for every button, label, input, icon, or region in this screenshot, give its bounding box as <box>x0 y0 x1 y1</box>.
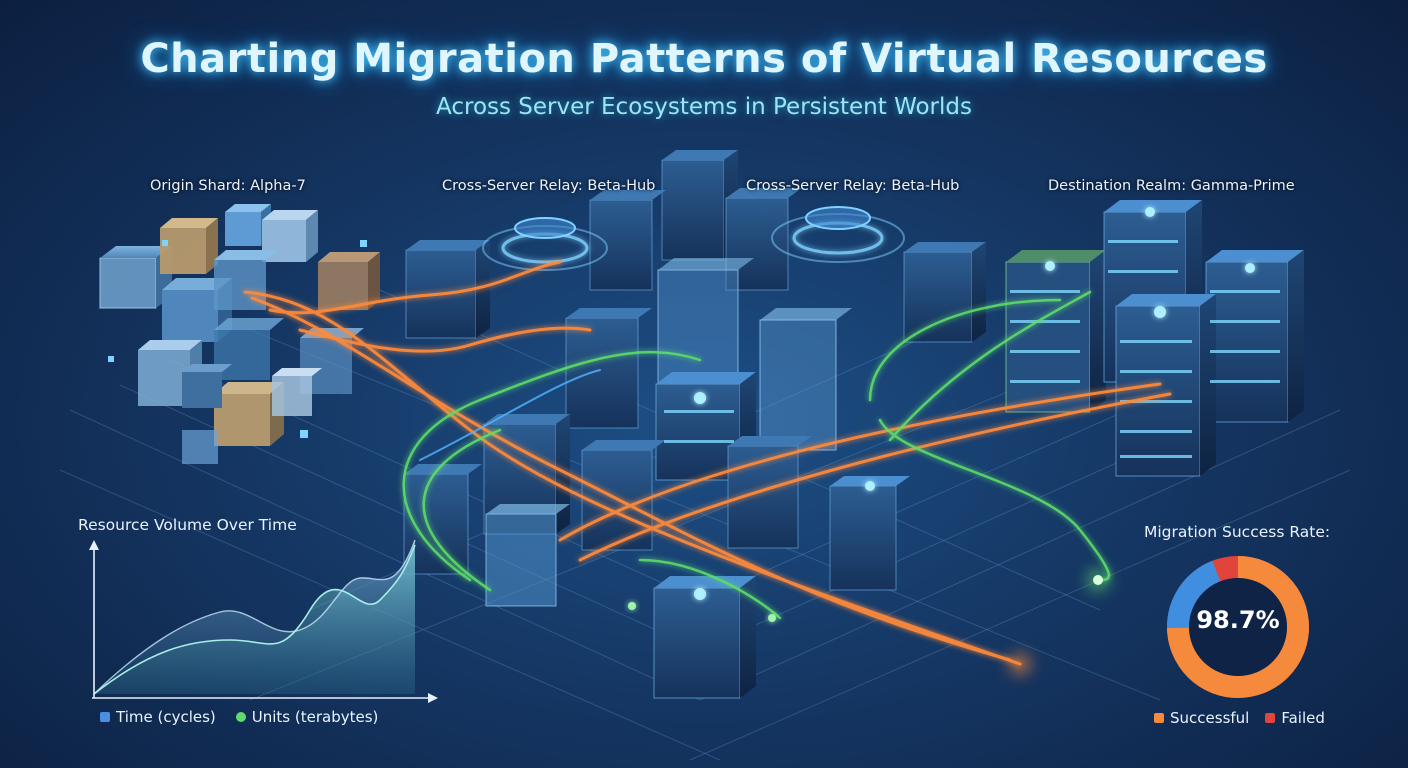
success-rate-value: 98.7% <box>1196 606 1280 634</box>
legend-label-successful: Successful <box>1170 709 1250 727</box>
relay-label-1: Cross-Server Relay: Beta-Hub <box>442 178 656 194</box>
legend-swatch-units <box>235 712 246 722</box>
success-donut-chart <box>1167 556 1309 698</box>
relay-rings <box>482 206 905 271</box>
legend-swatch-time <box>100 712 110 722</box>
origin-label: Origin Shard: Alpha-7 <box>150 178 306 194</box>
page-subtitle: Across Server Ecosystems in Persistent W… <box>436 94 972 120</box>
success-legend: Successful Failed <box>1154 709 1325 727</box>
server-towers <box>403 150 1304 699</box>
donut-success-arc <box>1167 556 1309 698</box>
donut-blue-arc <box>1167 556 1309 698</box>
success-chart-title: Migration Success Rate: <box>1144 523 1331 541</box>
legend-label-failed: Failed <box>1281 709 1325 727</box>
legend-label-time: Time (cycles) <box>116 708 216 726</box>
relay-label-2: Cross-Server Relay: Beta-Hub <box>746 178 960 194</box>
page-title: Charting Migration Patterns of Virtual R… <box>140 36 1268 82</box>
volume-chart-title: Resource Volume Over Time <box>78 516 297 534</box>
legend-swatch-failed <box>1265 713 1276 723</box>
resource-volume-chart <box>89 539 438 703</box>
migration-flows <box>243 260 1172 666</box>
legend-swatch-successful <box>1154 713 1164 723</box>
origin-shard-cubes <box>99 204 380 464</box>
destination-label: Destination Realm: Gamma-Prime <box>1048 178 1295 194</box>
volume-legend: Time (cycles) Units (terabytes) <box>100 708 378 726</box>
legend-label-units: Units (terabytes) <box>251 708 379 726</box>
chart-area-front <box>94 545 415 694</box>
